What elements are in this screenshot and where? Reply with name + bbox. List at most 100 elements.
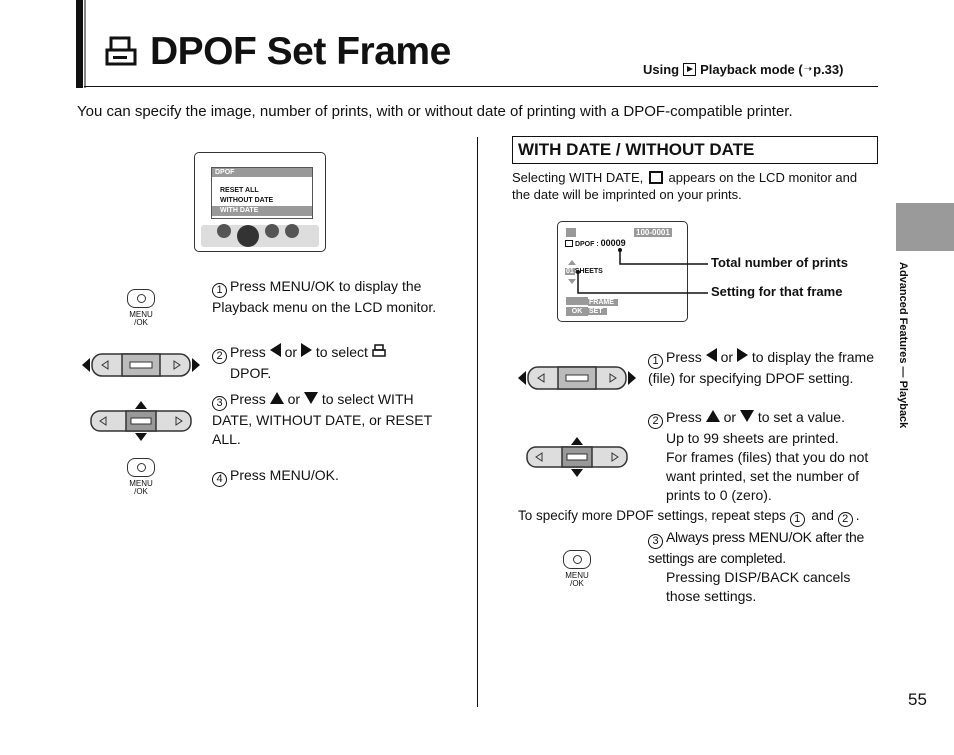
up-down-dpad-icon[interactable] xyxy=(524,436,630,478)
lcd-playback-icon xyxy=(566,228,576,237)
desc-text: appears on the LCD monitor and the date … xyxy=(512,170,858,202)
step-text: or xyxy=(723,409,737,425)
step-text: or xyxy=(287,391,301,407)
breadcrumb: Using Playback mode (➝p.33) xyxy=(643,62,843,77)
section-description: Selecting WITH DATE, appears on the LCD … xyxy=(512,169,878,203)
page-title: DPOF Set Frame xyxy=(104,30,451,74)
lcd-menu-item: WITHOUT DATE xyxy=(220,197,274,204)
playback-icon xyxy=(683,63,697,76)
chapter-tab xyxy=(896,203,954,251)
ok-label: /OK xyxy=(134,487,148,496)
lcd-sheets-row: 01SHEETS xyxy=(565,267,603,277)
note-text: and xyxy=(811,508,834,523)
lcd-set-label: SET xyxy=(588,308,607,315)
step-text: For frames (files) that you do not want … xyxy=(666,449,869,503)
step-number: 2 xyxy=(212,349,227,364)
chapter-side-label: Advanced Features — Playback xyxy=(877,262,925,442)
note-text: . xyxy=(855,508,860,523)
printer-icon xyxy=(105,36,137,66)
step-text: to select WITH DATE, WITHOUT DATE, or RE… xyxy=(212,391,432,447)
desc-text: Selecting WITH DATE, xyxy=(512,170,644,185)
title-accent-line xyxy=(84,0,86,88)
menu-ok-button[interactable]: MENU /OK xyxy=(560,550,594,588)
left-arrow-icon xyxy=(269,343,281,357)
step-number: 3 xyxy=(648,534,663,549)
menu-ok-oval-icon xyxy=(563,550,591,569)
lcd-dpof-count: 00009 xyxy=(600,238,626,248)
lcd-ok-label: OK xyxy=(566,307,588,316)
page-number: 55 xyxy=(908,690,927,709)
up-arrow-icon xyxy=(705,410,720,422)
repeat-note: To specify more DPOF settings, repeat st… xyxy=(518,506,888,527)
page-title-text: DPOF Set Frame xyxy=(150,30,451,73)
menu-ok-button[interactable]: MENU /OK xyxy=(124,458,158,496)
step-number: 2 xyxy=(837,512,853,527)
callout-frame-setting: Setting for that frame xyxy=(711,284,843,299)
step-text: Press xyxy=(230,391,266,407)
step-text: Up to 99 sheets are printed. xyxy=(666,430,839,446)
menu-label: MENU xyxy=(129,310,153,319)
step-text: DPOF. xyxy=(230,365,272,381)
step-text: to select xyxy=(315,344,368,360)
ok-label: /OK xyxy=(570,579,584,588)
left-right-hint-icon xyxy=(566,297,588,305)
lcd-menu-screen: DPOF RESET ALL WITHOUT DATE WITH DATE xyxy=(194,152,326,252)
menu-label: MENU xyxy=(129,479,153,488)
note-text: To specify more DPOF settings, repeat st… xyxy=(518,508,786,523)
breadcrumb-using: Using xyxy=(643,62,680,77)
menu-ok-oval-icon xyxy=(127,458,155,477)
step-text: to display the frame (file) for specifyi… xyxy=(648,349,874,386)
lcd-menu-item: RESET ALL xyxy=(220,187,259,194)
step-number: 3 xyxy=(212,396,227,411)
menu-label: MENU xyxy=(565,571,589,580)
up-down-dpad-icon[interactable] xyxy=(88,400,194,442)
section-heading: WITH DATE / WITHOUT DATE xyxy=(512,136,878,164)
left-right-dpad-icon[interactable] xyxy=(80,350,202,380)
lcd-frame-hint: FRAME xyxy=(566,297,618,307)
lcd-dpof-total: DPOF : 00009 xyxy=(565,238,626,250)
ok-label: /OK xyxy=(134,318,148,327)
title-accent-bar xyxy=(76,0,83,88)
date-print-icon xyxy=(565,240,573,247)
date-print-icon xyxy=(648,171,663,184)
step-text: Pressing DISP/BACK cancels those setting… xyxy=(666,569,851,604)
right-arrow-icon xyxy=(736,348,748,362)
menu-ok-button[interactable]: MENU /OK xyxy=(124,289,158,327)
step-text: Press MENU/OK. xyxy=(230,467,339,483)
lcd-dpof-label: DPOF : xyxy=(574,241,599,248)
intro-text: You can specify the image, number of pri… xyxy=(77,103,793,120)
left-arrow-icon xyxy=(705,348,717,362)
left-right-dpad-icon[interactable] xyxy=(516,363,638,393)
step-text: Press xyxy=(666,409,702,425)
lcd-frame-number: 100-0001 xyxy=(634,228,672,237)
menu-ok-oval-icon xyxy=(127,289,155,308)
breadcrumb-mode: Playback mode ( xyxy=(700,62,803,77)
step-text: Press xyxy=(230,344,266,360)
printer-icon xyxy=(372,344,386,357)
step-number: 4 xyxy=(212,472,227,487)
step-text: or xyxy=(720,349,734,365)
up-arrow-icon xyxy=(269,392,284,404)
lcd-sheets-label: SHEETS xyxy=(574,268,603,275)
column-divider xyxy=(477,137,478,707)
step-number: 1 xyxy=(789,512,805,527)
breadcrumb-ref: p.33) xyxy=(813,62,844,77)
down-arrow-icon xyxy=(739,410,754,422)
down-arrow-icon xyxy=(568,279,576,284)
lcd-menu-panel: DPOF RESET ALL WITHOUT DATE WITH DATE xyxy=(211,167,313,219)
lcd-menu-title: DPOF xyxy=(212,168,312,177)
slideshow-icon xyxy=(285,224,299,238)
lcd-sheets-value: 01 xyxy=(565,268,575,275)
lcd-menu-item-selected: WITH DATE xyxy=(212,206,312,216)
step-text: to set a value. xyxy=(757,409,845,425)
step-text: Press xyxy=(666,349,702,365)
arrow-icon: ➝ xyxy=(803,64,813,75)
callout-total-prints: Total number of prints xyxy=(711,255,848,270)
